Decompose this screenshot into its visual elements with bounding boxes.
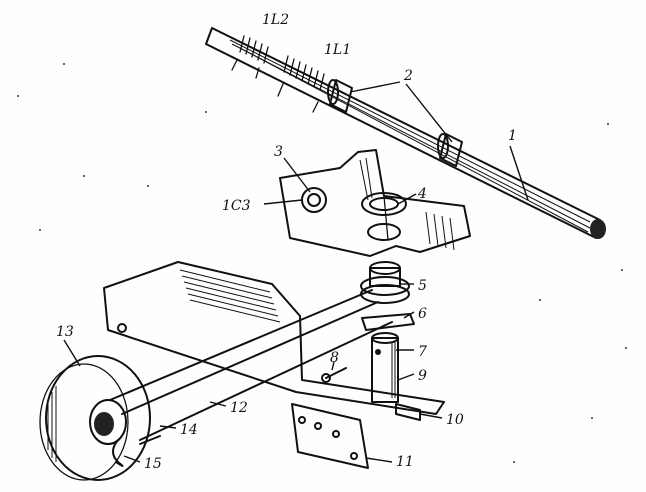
clip-6 [361, 313, 415, 331]
upper-bracket [279, 149, 471, 257]
collar-left [327, 79, 353, 113]
label-1L1: 1L1 [324, 42, 351, 58]
pulley-5 [360, 261, 410, 304]
label-14: 14 [180, 422, 198, 438]
thread-1L2 [239, 35, 269, 64]
label-9: 9 [418, 368, 427, 384]
label-15: 15 [144, 456, 162, 472]
label-1: 1 [508, 128, 517, 144]
motor-disk-13 [39, 355, 151, 481]
tab-10 [395, 403, 421, 421]
label-11: 11 [396, 454, 414, 470]
label-13: 13 [56, 324, 74, 340]
ring-4 [361, 192, 407, 216]
print-specks [17, 63, 627, 463]
label-4: 4 [417, 186, 427, 202]
label-1L2: 1L2 [262, 12, 289, 28]
label-12: 12 [230, 400, 248, 416]
thread-1L1 [283, 55, 325, 91]
leader-lines [63, 81, 529, 463]
label-6: 6 [418, 306, 427, 322]
label-2: 2 [403, 68, 413, 84]
shaft [205, 27, 606, 239]
belt-12 [109, 289, 393, 441]
label-5: 5 [418, 278, 427, 294]
hub-14 [89, 399, 161, 445]
label-8: 8 [330, 350, 339, 366]
spring-15 [112, 439, 124, 467]
bearing-1C3 [301, 187, 327, 213]
bracket-hole [367, 223, 401, 241]
collar-right [437, 133, 463, 167]
shaft-end [590, 219, 606, 239]
label-7: 7 [418, 344, 427, 360]
sleeve-7-9 [371, 332, 399, 403]
label-3: 3 [274, 144, 283, 160]
screw-8 [321, 367, 347, 383]
label-1C3: 1C3 [222, 198, 251, 214]
label-10: 10 [446, 412, 464, 428]
terminal-strip-11 [291, 403, 369, 469]
